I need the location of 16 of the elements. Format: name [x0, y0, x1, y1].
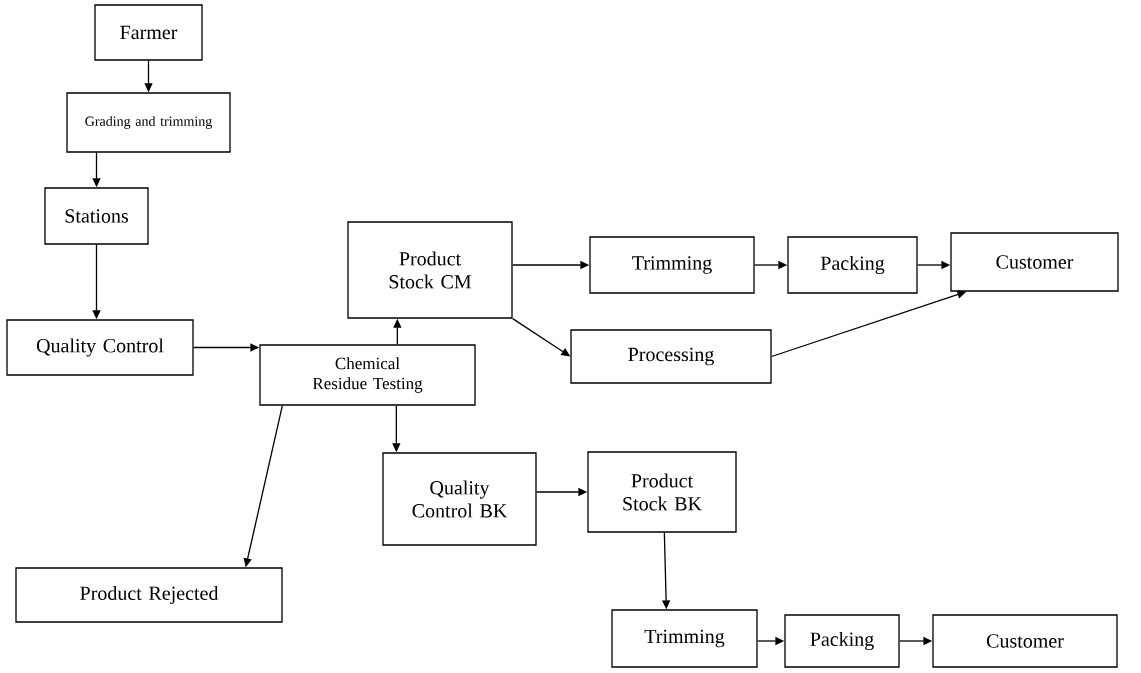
process-box: Quality Control BK [382, 452, 537, 546]
process-box: Customer [932, 614, 1118, 668]
process-box: Customer [950, 232, 1119, 292]
process-box: Product Stock BK [587, 451, 737, 533]
process-box: Trimming [589, 236, 755, 294]
process-box: Quality Control [6, 319, 194, 376]
process-box: Processing [570, 329, 772, 384]
process-box: Farmer [94, 4, 203, 61]
process-box: Product Stock CM [347, 221, 513, 319]
process-box: Stations [44, 187, 149, 245]
process-box: Packing [787, 236, 918, 294]
process-box: Trimming [611, 609, 758, 668]
process-box: Packing [784, 614, 900, 668]
process-box: Chemical Residue Testing [259, 344, 476, 406]
process-box: Grading and trimming [66, 92, 231, 153]
process-box: Product Rejected [15, 567, 283, 623]
